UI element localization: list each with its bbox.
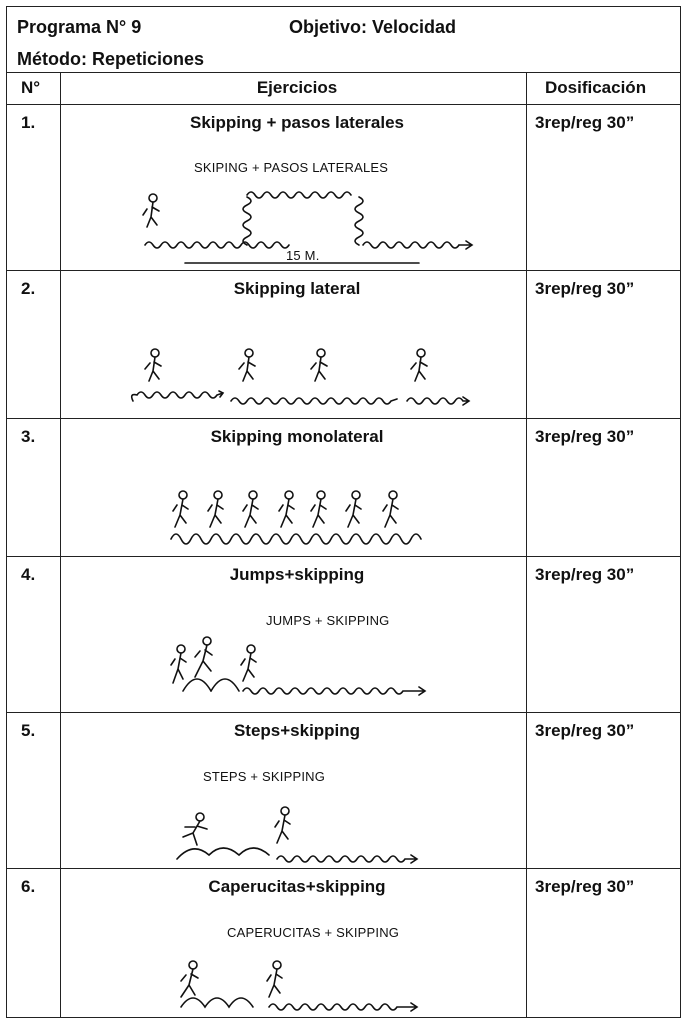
illustration-caption: JUMPS + SKIPPING [266, 613, 390, 628]
exercise-title: Skipping lateral [233, 279, 361, 298]
exercise-title: Steps+skipping [233, 721, 361, 740]
table-row: 1. Skipping + pasos laterales 3rep/reg 3… [7, 105, 680, 271]
column-divider [526, 73, 527, 1017]
table-header-row: N° Ejercicios Dosificación [7, 73, 680, 105]
exercise-dose: 3rep/reg 30” [535, 877, 635, 896]
exercise-dose: 3rep/reg 30” [535, 427, 635, 446]
exercise-illustration: SKIPING + PASOS LATERALES 15 M. [67, 105, 527, 271]
exercise-dose: 3rep/reg 30” [535, 113, 635, 132]
distance-label: 15 M. [282, 248, 324, 263]
table-row: 5. Steps+skipping 3rep/reg 30” STEPS + S… [7, 713, 680, 869]
program-method: Método: Repeticiones [17, 49, 205, 69]
program-number: Programa N° 9 [17, 17, 142, 37]
exercise-title: Skipping monolateral [210, 427, 384, 446]
column-divider [60, 73, 61, 1017]
exercise-title: Jumps+skipping [229, 565, 365, 584]
col-header-dose: Dosificación [545, 78, 647, 97]
illustration-caption: STEPS + SKIPPING [203, 769, 326, 784]
exercise-illustration: STEPS + SKIPPING [67, 713, 527, 869]
caperucitas-skipping-drawing [180, 960, 419, 1012]
exercise-illustration [67, 419, 527, 557]
table-row: 4. Jumps+skipping 3rep/reg 30” JUMPS + S… [7, 557, 680, 713]
table-row: 2. Skipping lateral 3rep/reg 30” [7, 271, 680, 419]
exercise-dose: 3rep/reg 30” [535, 279, 635, 298]
exercise-illustration [67, 271, 527, 419]
skipping-monolateral-drawing [170, 490, 422, 545]
jumps-skipping-drawing [170, 636, 427, 696]
exercise-illustration: JUMPS + SKIPPING [67, 557, 527, 713]
program-objective: Objetivo: Velocidad [289, 17, 457, 37]
row-number: 6. [21, 877, 36, 896]
exercise-illustration: CAPERUCITAS + SKIPPING [67, 869, 527, 1019]
row-number: 1. [21, 113, 36, 132]
row-number: 2. [21, 279, 36, 298]
exercise-title: Caperucitas+skipping [208, 877, 386, 896]
exercise-program-sheet: Programa N° 9 Objetivo: Velocidad Método… [6, 6, 681, 1018]
col-header-number: N° [21, 78, 41, 97]
col-header-exercises: Ejercicios [256, 78, 338, 97]
steps-skipping-drawing [176, 806, 419, 864]
program-header: Programa N° 9 Objetivo: Velocidad Método… [7, 7, 680, 73]
illustration-caption: SKIPING + PASOS LATERALES [194, 160, 389, 175]
table-row: 6. Caperucitas+skipping 3rep/reg 30” CAP… [7, 869, 680, 1019]
exercise-title: Skipping + pasos laterales [189, 113, 404, 132]
exercise-dose: 3rep/reg 30” [535, 721, 635, 740]
row-number: 3. [21, 427, 36, 446]
skipping-lateral-steps-drawing [142, 191, 474, 264]
row-number: 5. [21, 721, 36, 740]
row-number: 4. [21, 565, 36, 584]
illustration-caption: CAPERUCITAS + SKIPPING [227, 925, 400, 940]
table-row: 3. Skipping monolateral 3rep/reg 30” [7, 419, 680, 557]
exercise-dose: 3rep/reg 30” [535, 565, 635, 584]
skipping-lateral-drawing [130, 348, 471, 406]
